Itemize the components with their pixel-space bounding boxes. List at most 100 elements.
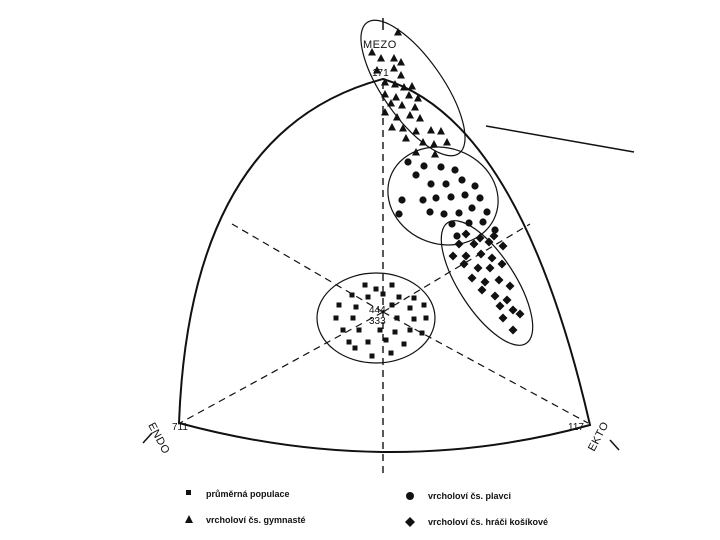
population-marker xyxy=(340,327,346,333)
swimmer-marker xyxy=(465,219,473,227)
basketball-marker xyxy=(477,285,487,295)
axis-left-lower xyxy=(179,311,384,424)
basketball-marker xyxy=(487,253,497,263)
population-marker xyxy=(346,339,352,345)
score-center-upper: 444 xyxy=(369,305,386,316)
gymnast-marker xyxy=(400,83,408,91)
axis-right-upper xyxy=(382,223,531,313)
swimmer-marker xyxy=(491,226,499,234)
basketball-marker xyxy=(448,251,458,261)
population-marker xyxy=(396,294,402,300)
basketball-marker xyxy=(484,237,494,247)
gymnast-marker xyxy=(397,58,405,66)
swimmer-marker xyxy=(461,191,469,199)
axis-right-lower xyxy=(382,311,589,424)
swimmer-marker xyxy=(420,162,428,170)
axis-left-upper xyxy=(231,223,384,313)
swimmer-circles xyxy=(395,158,499,240)
gymnast-marker xyxy=(381,108,389,116)
basketball-marker xyxy=(490,291,500,301)
basketball-diamonds xyxy=(448,229,525,335)
swimmer-marker xyxy=(455,209,463,217)
basketball-marker xyxy=(515,309,525,319)
population-marker xyxy=(362,282,368,288)
basketball-marker xyxy=(461,251,471,261)
legend-circles-label: vrcholoví čs. plavci xyxy=(428,491,511,501)
basketball-marker xyxy=(480,277,490,287)
swimmer-marker xyxy=(471,182,479,190)
gymnast-marker xyxy=(405,91,413,99)
gymnast-marker xyxy=(411,103,419,111)
population-marker xyxy=(394,315,400,321)
population-marker xyxy=(389,282,395,288)
gymnast-marker xyxy=(397,71,405,79)
population-marker xyxy=(365,294,371,300)
gymnast-marker xyxy=(373,66,381,74)
gymnast-marker xyxy=(393,113,401,121)
gymnast-marker xyxy=(398,101,406,109)
population-marker xyxy=(419,330,425,336)
population-marker xyxy=(377,327,383,333)
swimmer-marker xyxy=(419,196,427,204)
legend-squares-label: průměrná populace xyxy=(206,489,290,499)
basketball-marker xyxy=(494,275,504,285)
basketball-marker xyxy=(454,239,464,249)
swimmer-marker xyxy=(437,163,445,171)
somatochart-outline xyxy=(177,77,592,453)
legend: průměrná populace vrcholoví čs. gymnasté… xyxy=(185,489,548,527)
swimmer-marker xyxy=(395,210,403,218)
population-marker xyxy=(349,292,355,298)
swimmer-marker xyxy=(479,218,487,226)
gymnast-marker xyxy=(414,94,422,102)
population-marker xyxy=(421,302,427,308)
population-marker xyxy=(411,295,417,301)
swimmer-marker xyxy=(412,171,420,179)
gymnast-triangles xyxy=(368,28,451,158)
basketball-marker xyxy=(498,313,508,323)
gymnast-marker xyxy=(399,124,407,132)
swimmer-marker xyxy=(426,208,434,216)
basketball-marker xyxy=(495,301,505,311)
population-marker xyxy=(350,315,356,321)
swimmer-marker xyxy=(442,180,450,188)
population-marker xyxy=(352,345,358,351)
swimmer-marker xyxy=(404,158,412,166)
population-marker xyxy=(388,350,394,356)
basketball-marker xyxy=(508,325,518,335)
population-marker xyxy=(336,302,342,308)
population-marker xyxy=(401,341,407,347)
swimmer-marker xyxy=(483,208,491,216)
gymnast-marker xyxy=(390,54,398,62)
basketball-marker xyxy=(505,281,515,291)
pointer-line xyxy=(485,125,635,153)
score-left: 711 xyxy=(172,422,188,433)
basketball-marker xyxy=(473,263,483,273)
swimmer-marker xyxy=(427,180,435,188)
mezo-label: MEZO xyxy=(363,39,397,51)
basketball-marker xyxy=(489,231,499,241)
population-marker xyxy=(333,315,339,321)
population-marker xyxy=(380,291,386,297)
swimmer-marker xyxy=(440,210,448,218)
basketball-marker xyxy=(469,239,479,249)
endo-label: ENDO xyxy=(145,421,171,456)
basketball-marker xyxy=(459,259,469,269)
gymnast-marker xyxy=(419,138,427,146)
swimmer-marker xyxy=(451,166,459,174)
population-marker xyxy=(365,339,371,345)
score-right: 117 xyxy=(568,422,584,433)
gymnast-marker xyxy=(412,127,420,135)
legend-triangles-label: vrcholoví čs. gymnasté xyxy=(206,515,306,525)
swimmer-marker xyxy=(432,194,440,202)
gymnast-marker xyxy=(437,127,445,135)
gymnast-marker xyxy=(406,111,414,119)
population-marker xyxy=(407,327,413,333)
basketball-marker xyxy=(485,263,495,273)
swimmer-marker xyxy=(468,204,476,212)
gymnast-marker xyxy=(416,114,424,122)
endo-tick xyxy=(142,432,153,444)
ellipse-swimmers xyxy=(387,146,499,246)
gymnast-marker xyxy=(377,54,385,62)
ellipse-population xyxy=(316,272,436,364)
population-marker xyxy=(383,337,389,343)
